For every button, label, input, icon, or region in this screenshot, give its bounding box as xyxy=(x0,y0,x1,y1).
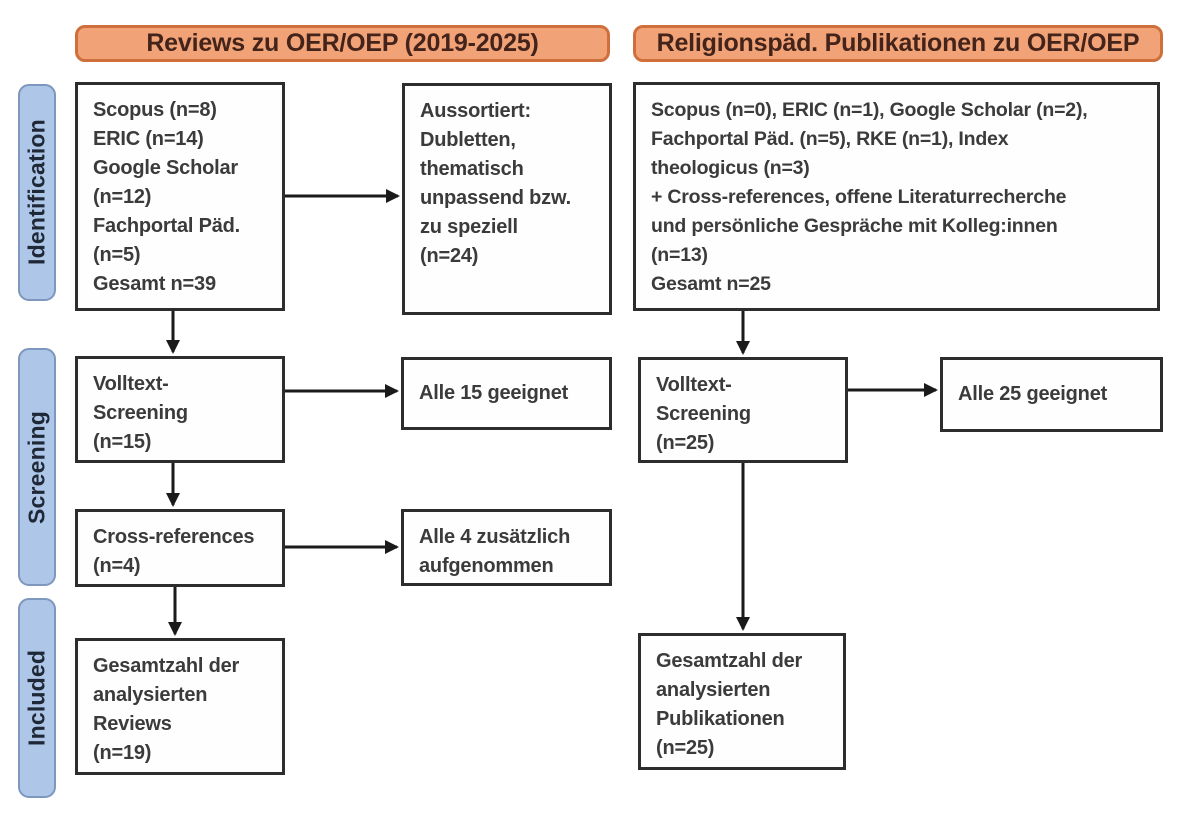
box-relpaed-fulltext-result: Alle 25 geeignet xyxy=(940,357,1163,432)
box-reviews-crossref-result: Alle 4 zusätzlich aufgenommen xyxy=(401,509,612,586)
stage-label-screening: Screening xyxy=(18,348,56,586)
column-header-religionspaed: Religionspäd. Publikationen zu OER/OEP xyxy=(633,25,1163,62)
box-relpaed-sources: Scopus (n=0), ERIC (n=1), Google Scholar… xyxy=(633,82,1160,311)
box-relpaed-fulltext-screening: Volltext- Screening (n=25) xyxy=(638,357,848,463)
box-reviews-excluded: Aussortiert: Dubletten, thematisch unpas… xyxy=(402,83,612,315)
column-header-reviews: Reviews zu OER/OEP (2019-2025) xyxy=(75,25,610,62)
box-reviews-fulltext-result: Alle 15 geeignet xyxy=(401,357,612,430)
stage-label-included: Included xyxy=(18,598,56,798)
box-reviews-fulltext-screening: Volltext- Screening (n=15) xyxy=(75,356,285,463)
box-reviews-included-total: Gesamtzahl der analysierten Reviews (n=1… xyxy=(75,638,285,775)
stage-label-identification: Identification xyxy=(18,84,56,301)
box-relpaed-included-total: Gesamtzahl der analysierten Publikatione… xyxy=(638,633,846,770)
box-reviews-crossreferences: Cross-references (n=4) xyxy=(75,509,285,587)
box-reviews-sources: Scopus (n=8) ERIC (n=14) Google Scholar … xyxy=(75,82,285,311)
